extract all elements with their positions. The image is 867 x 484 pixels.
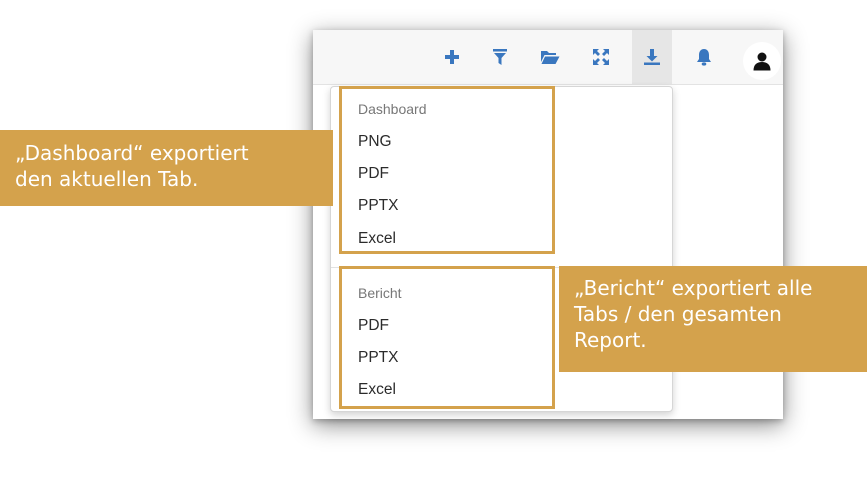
export-dashboard-excel[interactable]: Excel — [358, 230, 396, 247]
export-report-pdf[interactable]: PDF — [358, 317, 389, 334]
report-callout-line: Tabs / den gesamten — [574, 302, 782, 326]
report-callout-line: Report. — [574, 328, 647, 352]
download-icon — [644, 49, 660, 65]
folder-open-icon — [541, 51, 560, 64]
add-button[interactable] — [432, 30, 472, 84]
filter-button[interactable] — [480, 30, 520, 84]
notifications-button[interactable] — [684, 30, 724, 84]
filter-icon — [493, 49, 507, 65]
dashboard-highlight-frame — [339, 86, 555, 254]
export-button[interactable] — [632, 30, 672, 84]
toolbar — [313, 30, 783, 85]
report-callout: „Bericht“ exportiert alle Tabs / den ges… — [559, 266, 867, 372]
fullscreen-button[interactable] — [581, 30, 621, 84]
bell-icon — [697, 49, 711, 66]
export-dropdown: Dashboard PNG PDF PPTX Excel Bericht PDF… — [330, 86, 673, 412]
plus-icon — [445, 50, 459, 64]
export-dashboard-pdf[interactable]: PDF — [358, 165, 389, 182]
dashboard-group-heading: Dashboard — [358, 101, 427, 117]
report-group-heading: Bericht — [358, 285, 402, 301]
user-icon — [753, 52, 771, 71]
user-avatar[interactable] — [743, 42, 781, 80]
report-callout-line: „Bericht“ exportiert alle — [574, 276, 813, 300]
dashboard-callout-line: den aktuellen Tab. — [15, 167, 199, 191]
export-dashboard-png[interactable]: PNG — [358, 133, 392, 150]
report-highlight-frame — [339, 266, 555, 409]
export-report-excel[interactable]: Excel — [358, 381, 396, 398]
fullscreen-icon — [593, 49, 609, 65]
export-report-pptx[interactable]: PPTX — [358, 349, 399, 366]
dashboard-callout: „Dashboard“ exportiert den aktuellen Tab… — [0, 130, 333, 206]
dashboard-callout-line: „Dashboard“ exportiert — [15, 141, 249, 165]
export-dashboard-pptx[interactable]: PPTX — [358, 197, 399, 214]
open-folder-button[interactable] — [530, 30, 570, 84]
